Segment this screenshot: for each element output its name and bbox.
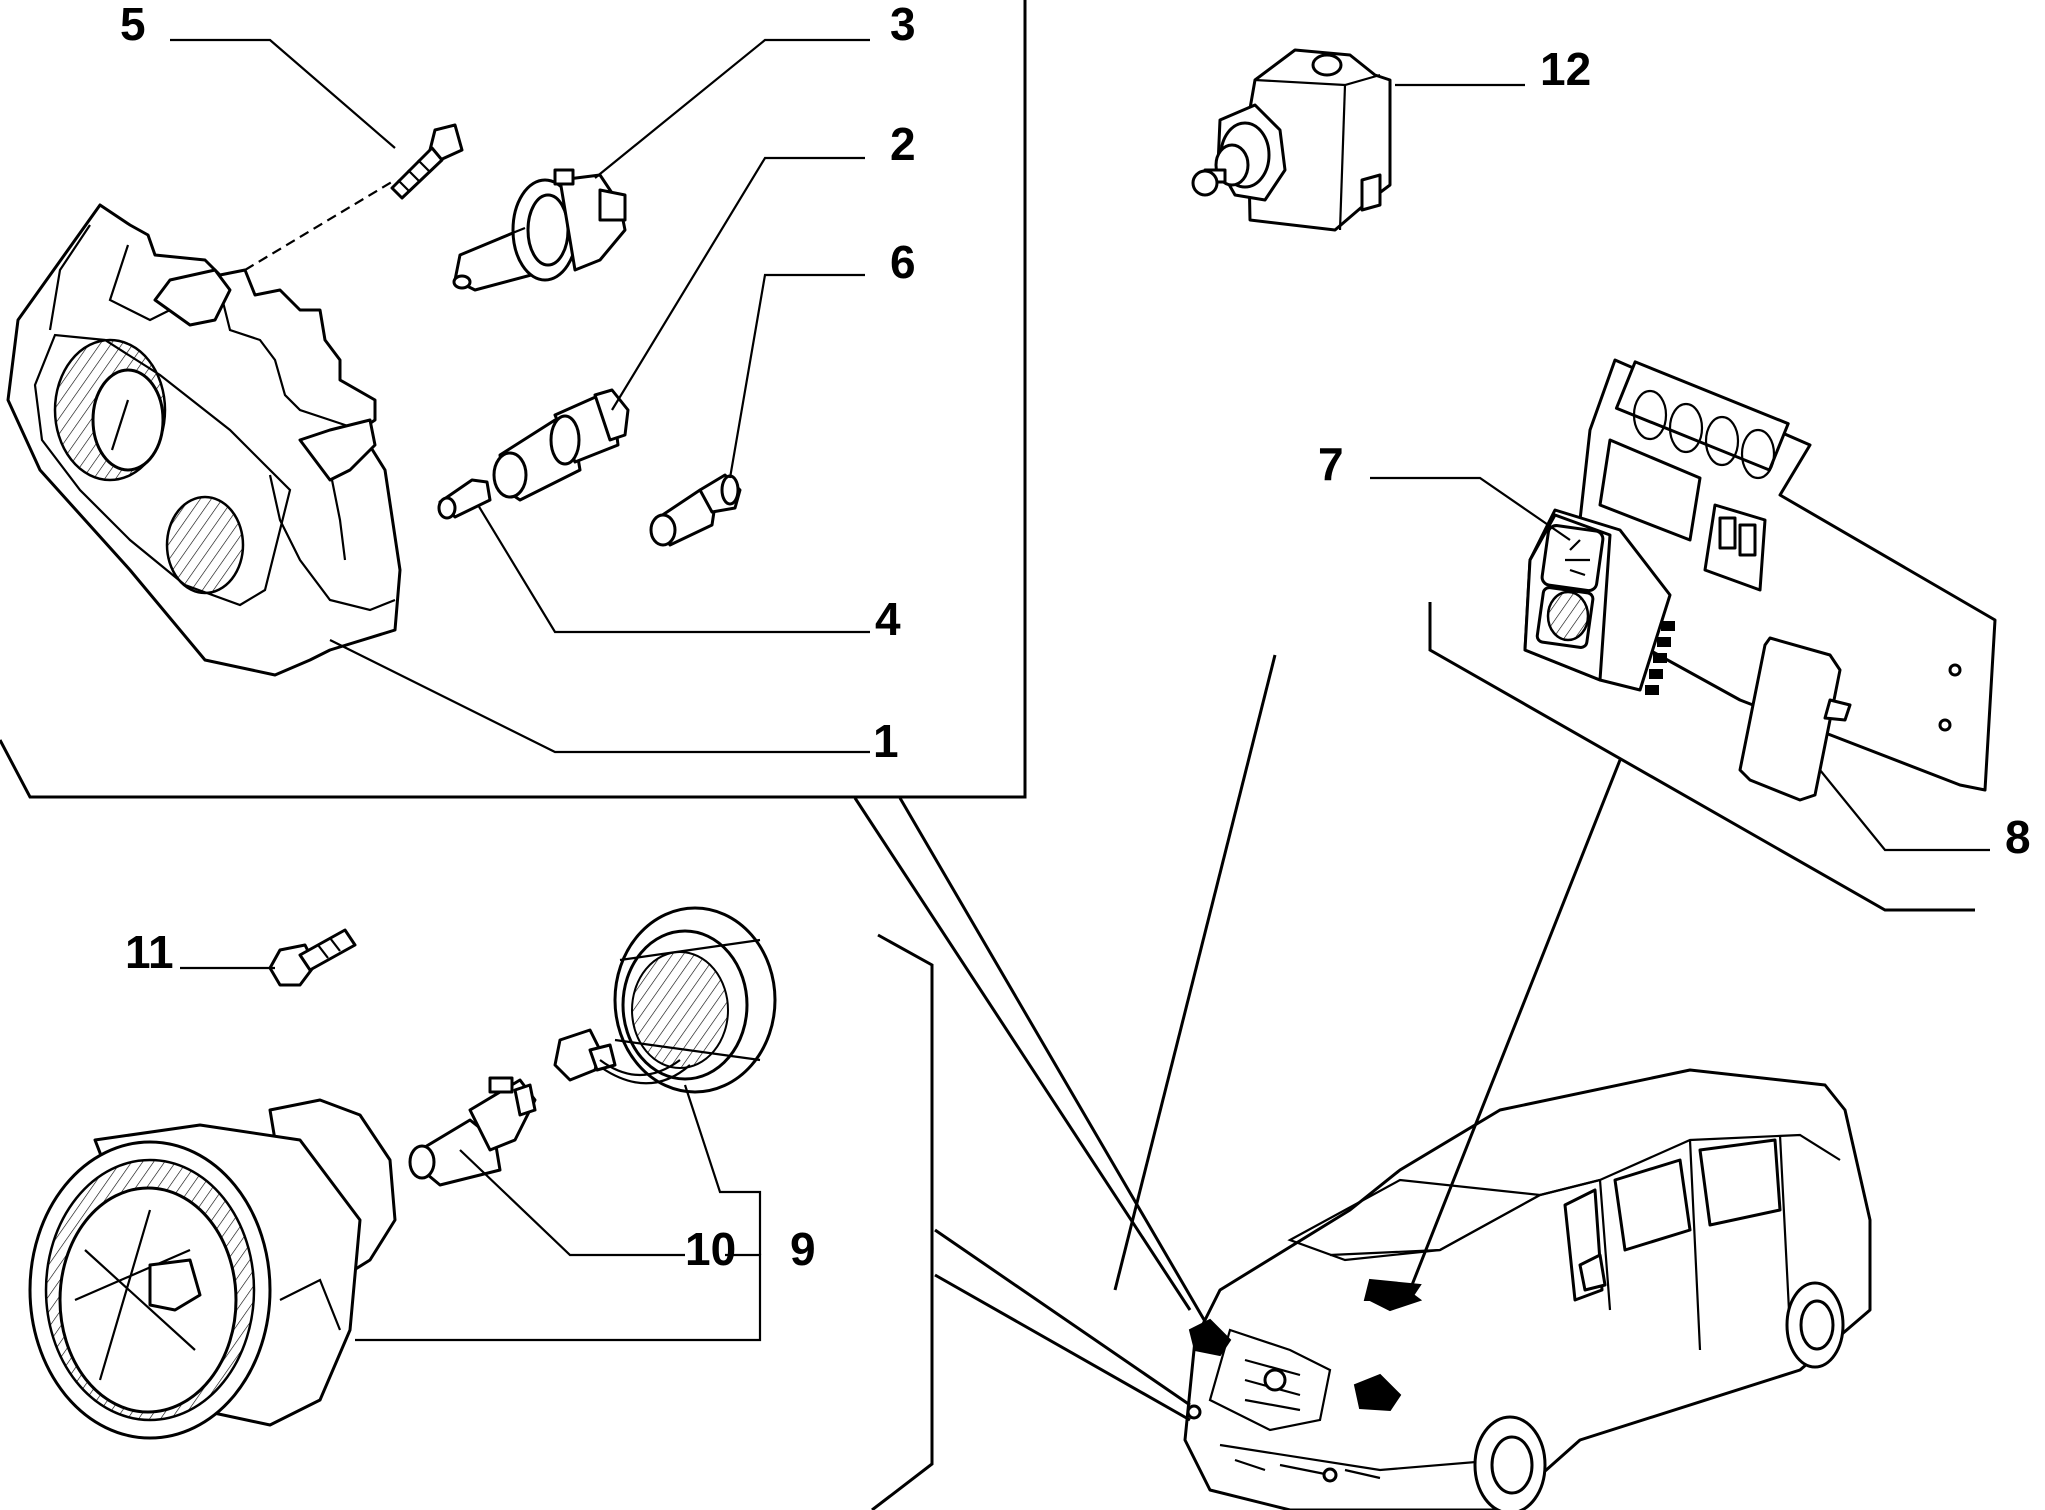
callout-8: 8 <box>2005 811 2031 863</box>
leader-lines <box>170 38 1990 1342</box>
sidelight-bulb-icon <box>649 473 742 547</box>
van-pointer-lines <box>853 654 1622 1422</box>
blanking-cover-icon <box>1738 636 1852 802</box>
frame-lines <box>0 0 1975 1510</box>
headlamp-adjust-switch-icon <box>1523 508 1675 695</box>
headlamp-adjuster-motor-icon <box>1191 48 1392 232</box>
fog-lamp-icon <box>28 1098 397 1440</box>
h4-bulb-icon <box>452 168 627 292</box>
callout-3: 3 <box>890 0 916 50</box>
callout-9: 9 <box>790 1223 816 1275</box>
bulb-holder-icon <box>492 388 630 502</box>
bolt-icon <box>268 928 357 987</box>
van-icon <box>1183 1068 1872 1510</box>
callout-7: 7 <box>1318 438 1344 490</box>
callout-6: 6 <box>890 236 916 288</box>
h1-bulb-icon <box>408 1076 537 1187</box>
callout-12: 12 <box>1540 43 1591 95</box>
callout-labels: 5 3 2 6 4 1 12 7 8 10 9 11 <box>120 0 2031 1275</box>
callout-11: 11 <box>125 926 174 978</box>
wedge-bulb-icon <box>437 478 492 520</box>
callout-10: 10 <box>685 1223 736 1275</box>
callout-1: 1 <box>873 715 899 767</box>
screw-dashed-guide <box>244 179 396 271</box>
screw-icon <box>390 123 464 200</box>
fog-lamp-back-cover-icon <box>553 906 777 1094</box>
callout-2: 2 <box>890 118 916 170</box>
dashboard-panel-icon <box>1578 358 1997 792</box>
callout-5: 5 <box>120 0 146 50</box>
callout-4: 4 <box>875 593 901 645</box>
headlamp-icon <box>6 203 402 677</box>
